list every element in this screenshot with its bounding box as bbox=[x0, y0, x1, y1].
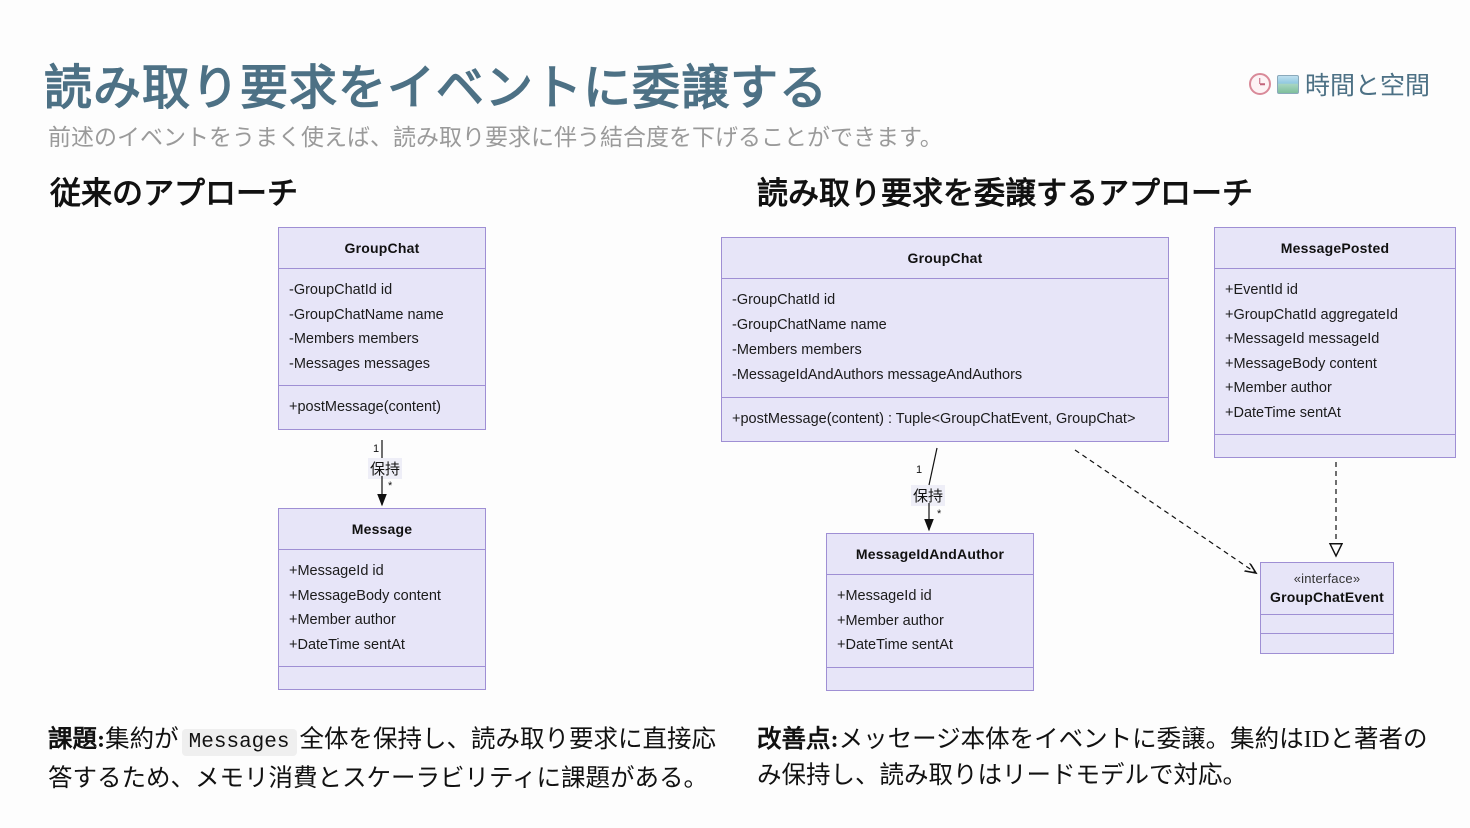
uml-attribute: -GroupChatName name bbox=[732, 317, 887, 333]
section-heading-left: 従来のアプローチ bbox=[50, 176, 298, 211]
uml-class-name: GroupChat bbox=[722, 238, 1168, 279]
brand-label: 時間と空間 bbox=[1304, 73, 1430, 100]
caption-right-label: 改善点: bbox=[757, 726, 839, 753]
uml-operations-empty bbox=[1261, 634, 1393, 653]
uml-attributes: +EventId id +GroupChatId aggregateId +Me… bbox=[1215, 269, 1455, 435]
uml-class-name: MessagePosted bbox=[1215, 228, 1455, 269]
uml-class-name: MessageIdAndAuthor bbox=[827, 534, 1033, 575]
uml-attribute: +GroupChatId aggregateId bbox=[1225, 306, 1398, 323]
caption-right-text: メッセージ本体をイベントに委譲。集約はIDと著者のみ保持し、読み取りはリードモデ… bbox=[757, 726, 1428, 789]
uml-interface-name: GroupChatEvent bbox=[1269, 589, 1385, 605]
caption-right: 改善点:メッセージ本体をイベントに委譲。集約はIDと著者のみ保持し、読み取りはリ… bbox=[757, 722, 1447, 794]
uml-attribute: +MessageBody content bbox=[289, 587, 441, 604]
uml-attributes: -GroupChatId id -GroupChatName name -Mem… bbox=[722, 279, 1168, 398]
uml-attribute: +Member author bbox=[1225, 380, 1332, 396]
uml-interface-groupchatevent: «interface» GroupChatEvent bbox=[1260, 562, 1394, 654]
world-map-icon bbox=[1276, 74, 1299, 94]
uml-class-name: «interface» GroupChatEvent bbox=[1261, 563, 1393, 615]
caption-left-before: 集約が bbox=[105, 726, 179, 753]
uml-attribute: -GroupChatId id bbox=[732, 292, 836, 308]
uml-attributes: +MessageId id +MessageBody content +Memb… bbox=[279, 550, 485, 667]
uml-stereotype: «interface» bbox=[1293, 571, 1361, 586]
uml-attribute: -Members members bbox=[289, 331, 419, 347]
uml-attribute: +MessageId id bbox=[837, 588, 932, 604]
uml-operation: +postMessage(content) bbox=[289, 399, 441, 415]
multiplicity-source-right: 1 bbox=[916, 464, 923, 476]
caption-left-code: Messages bbox=[181, 729, 297, 756]
uml-attribute: +EventId id bbox=[1225, 282, 1298, 298]
uml-class-name: GroupChat bbox=[279, 228, 485, 269]
multiplicity-source-left: 1 bbox=[373, 443, 380, 455]
uml-attributes-empty bbox=[1261, 615, 1393, 634]
edge-label-hold-right: 保持 bbox=[911, 485, 946, 506]
page-title: 読み取り要求をイベントに委譲する bbox=[44, 62, 829, 115]
caption-left-after: 全体を保持し、読み取り要求に直接応答するため、メモリ消費とスケーラビリティに課題… bbox=[48, 726, 716, 792]
uml-attribute: +DateTime sentAt bbox=[1225, 404, 1341, 421]
uml-attribute: +DateTime sentAt bbox=[289, 636, 405, 653]
uml-class-message: Message +MessageId id +MessageBody conte… bbox=[278, 508, 486, 690]
uml-operations-empty bbox=[279, 667, 485, 689]
alarm-clock-icon bbox=[1248, 73, 1271, 95]
multiplicity-target-left: * bbox=[388, 480, 393, 492]
uml-operations: +postMessage(content) : Tuple<GroupChatE… bbox=[722, 398, 1168, 441]
uml-attribute: -GroupChatId id bbox=[289, 282, 393, 298]
uml-class-name: Message bbox=[279, 509, 485, 550]
uml-operations-empty bbox=[827, 668, 1033, 690]
uml-attribute: -Messages messages bbox=[289, 355, 431, 372]
uml-attribute: +MessageId id bbox=[289, 563, 384, 579]
uml-attribute: +Member author bbox=[837, 612, 944, 629]
uml-attribute: +MessageBody content bbox=[1225, 355, 1377, 372]
brand-logo: 時間と空間 bbox=[1248, 66, 1430, 102]
uml-class-messageposted: MessagePosted +EventId id +GroupChatId a… bbox=[1214, 227, 1456, 458]
uml-operation: +postMessage(content) : Tuple<GroupChatE… bbox=[732, 411, 1136, 427]
uml-attribute: -MessageIdAndAuthors messageAndAuthors bbox=[732, 367, 1023, 383]
uml-operations-empty bbox=[1215, 435, 1455, 457]
edge-label-hold-left: 保持 bbox=[368, 458, 403, 479]
uml-attribute: +MessageId messageId bbox=[1225, 331, 1380, 347]
caption-left-label: 課題: bbox=[48, 726, 106, 753]
uml-class-messageidandauthor: MessageIdAndAuthor +MessageId id +Member… bbox=[826, 533, 1034, 691]
page-subtitle: 前述のイベントをうまく使えば、読み取り要求に伴う結合度を下げることができます。 bbox=[48, 125, 943, 150]
uml-attribute: -Members members bbox=[732, 342, 862, 358]
uml-class-groupchat-right: GroupChat -GroupChatId id -GroupChatName… bbox=[721, 237, 1169, 442]
edge-dependency-groupchat-to-event bbox=[1074, 449, 1256, 573]
uml-attributes: -GroupChatId id -GroupChatName name -Mem… bbox=[279, 269, 485, 386]
edge-hold-right-upper bbox=[928, 447, 938, 486]
uml-class-groupchat-left: GroupChat -GroupChatId id -GroupChatName… bbox=[278, 227, 486, 430]
uml-attribute: -GroupChatName name bbox=[289, 306, 444, 323]
section-heading-right: 読み取り要求を委譲するアプローチ bbox=[757, 176, 1253, 211]
uml-attribute: +Member author bbox=[289, 612, 396, 628]
uml-attribute: +DateTime sentAt bbox=[837, 637, 953, 653]
multiplicity-target-right: * bbox=[937, 508, 942, 520]
uml-operations: +postMessage(content) bbox=[279, 386, 485, 429]
uml-attributes: +MessageId id +Member author +DateTime s… bbox=[827, 575, 1033, 668]
